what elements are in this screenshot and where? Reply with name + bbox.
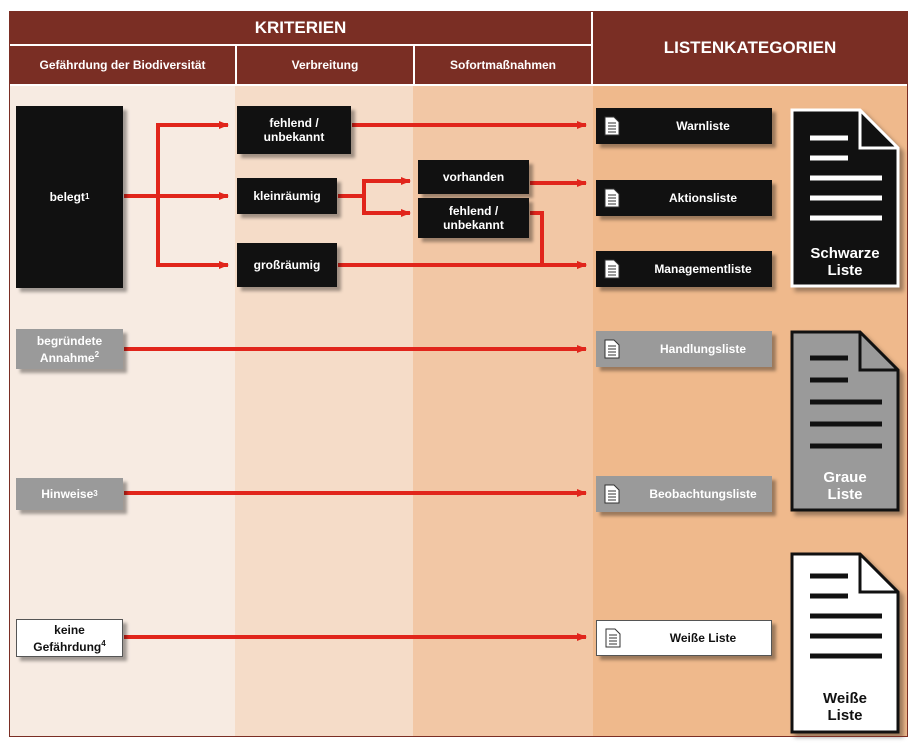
black-list-caption: Schwarze Liste	[810, 245, 880, 279]
box-kleinraeumig: kleinräumig	[237, 178, 337, 214]
list-weisse-liste: Weiße Liste	[596, 620, 772, 656]
arrow-kleinraeumig-to-fehlend-measures	[362, 196, 411, 217]
arrow-kleinraeumig-to-vorhanden	[338, 177, 411, 198]
grey-list-caption: Graue Liste	[823, 469, 867, 503]
document-icon	[604, 259, 620, 279]
document-icon	[604, 339, 620, 359]
box-spread-fehlend-unbekannt: fehlend / unbekannt	[237, 106, 351, 154]
document-icon	[605, 628, 621, 648]
criteria-header: KRITERIEN	[10, 12, 591, 44]
box-grossraeumig: großräumig	[237, 243, 337, 287]
arrow-fehlend-to-managementliste	[530, 211, 587, 269]
column-header-measures: Sofortmaßnahmen	[415, 46, 591, 84]
box-measures-fehlend-unbekannt: fehlend / unbekannt	[418, 198, 529, 238]
column-bg-measures	[413, 86, 593, 736]
black-list-document-icon	[790, 108, 900, 288]
list-handlungsliste: Handlungsliste	[596, 331, 772, 367]
box-begruendete-annahme: begründete Annahme2	[16, 329, 123, 369]
white-list-document-icon	[790, 552, 900, 734]
document-icon	[604, 484, 620, 504]
column-header-biodiversity: Gefährdung der Biodiversität	[10, 46, 235, 84]
column-header-spread: Verbreitung	[237, 46, 413, 84]
box-vorhanden: vorhanden	[418, 160, 529, 194]
document-icon	[604, 116, 620, 136]
white-list-caption: Weiße Liste	[823, 690, 867, 724]
list-warnliste: Warnliste	[596, 108, 772, 144]
arrow-belegt-to-fehlend	[124, 121, 229, 198]
list-beobachtungsliste: Beobachtungsliste	[596, 476, 772, 512]
list-managementliste: Managementliste	[596, 251, 772, 287]
list-aktionsliste: Aktionsliste	[596, 180, 772, 216]
arrow-belegt-to-grossraeumig	[156, 196, 229, 269]
categories-header: LISTENKATEGORIEN	[593, 12, 907, 84]
document-icon	[604, 188, 620, 208]
grey-list-document-icon	[790, 330, 900, 512]
box-keine-gefaehrdung: keine Gefährdung4	[16, 619, 123, 657]
